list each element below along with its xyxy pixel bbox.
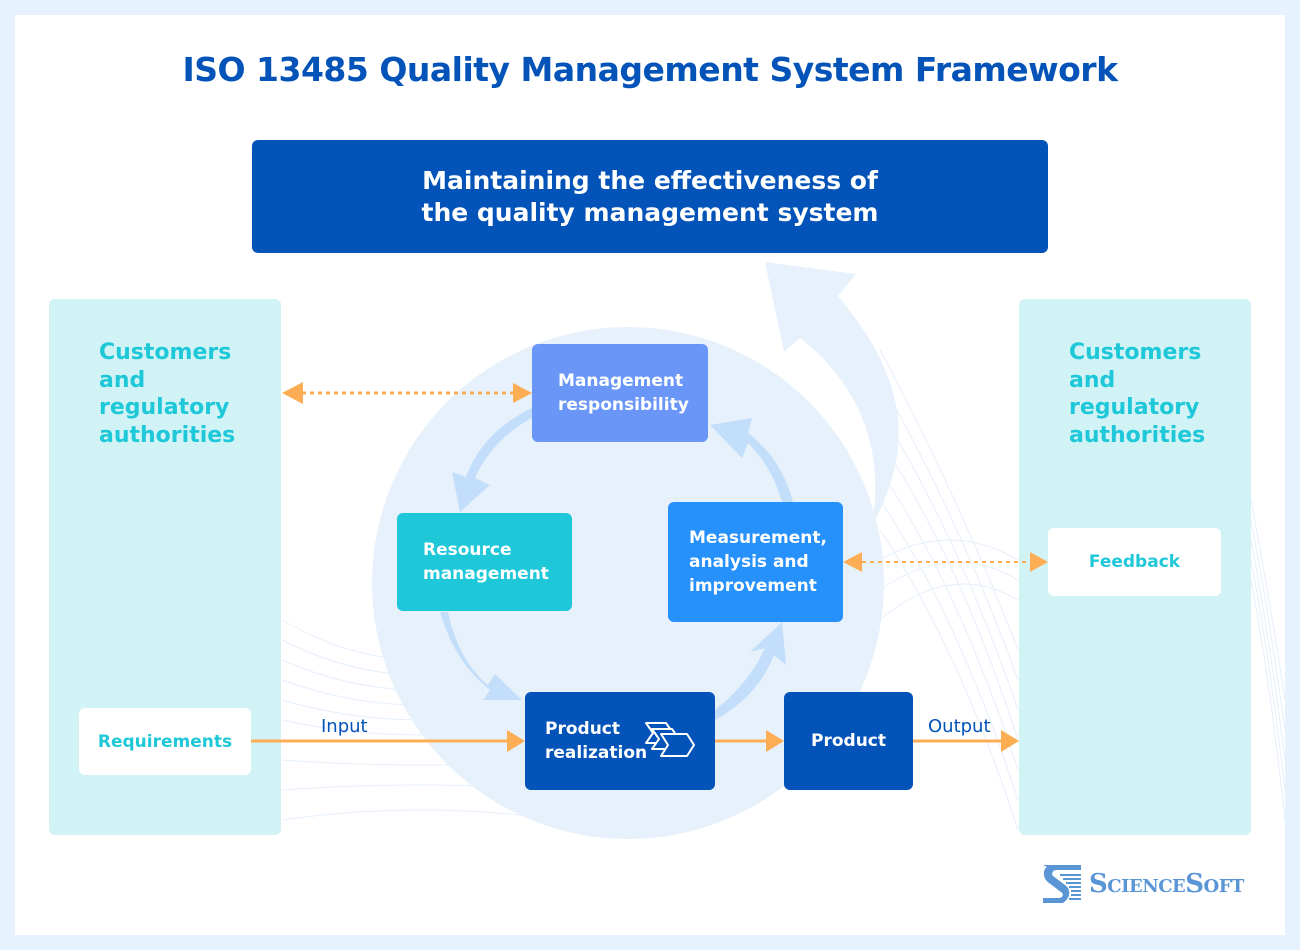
banner-line-2: the quality management system <box>421 197 879 227</box>
resource-management-node[interactable]: Resource management <box>397 513 572 611</box>
right-title-line: Customers <box>1069 340 1202 365</box>
arrowhead <box>507 730 525 752</box>
output-label: Output <box>928 716 991 737</box>
management-responsibility-node[interactable]: Management responsibility <box>532 344 708 442</box>
right-title-line: and <box>1069 367 1116 393</box>
qms-effectiveness-banner: Maintaining the effectiveness of the qua… <box>252 140 1048 253</box>
node-label-line: analysis and <box>689 552 809 572</box>
arrowhead-right <box>1030 552 1048 572</box>
node-label-line: Measurement, <box>689 528 827 548</box>
brand-name: ScienceSoft <box>1089 869 1244 899</box>
output-arrow <box>913 730 1019 752</box>
node-label-line: Management <box>558 371 684 391</box>
left-title-line: Customers <box>99 340 232 365</box>
arrowhead-left <box>843 552 862 572</box>
requirements-box[interactable]: Requirements <box>79 708 251 775</box>
arrowhead <box>1001 730 1019 752</box>
node-label-line: Resource <box>423 540 512 560</box>
arrow-resource-to-realization <box>440 612 522 700</box>
node-label-line: management <box>423 564 549 584</box>
arrow-realization-to-measurement <box>715 622 786 720</box>
left-customers-panel: Customers and regulatory authorities Req… <box>49 299 281 835</box>
left-title-line: and <box>99 367 146 393</box>
cycle-background-circle <box>372 327 884 839</box>
node-label-line: Product <box>545 719 620 739</box>
dotted-arrow-feedback-measurement <box>843 552 1048 572</box>
right-panel-title: Customers and regulatory authorities <box>1069 339 1205 449</box>
feedback-box[interactable]: Feedback <box>1048 528 1221 596</box>
right-title-line: authorities <box>1069 422 1206 448</box>
node-label-line: responsibility <box>558 395 689 415</box>
decorative-wave-lines <box>281 349 1286 831</box>
arrow-measurement-to-management <box>710 418 793 502</box>
page-title: ISO 13485 Quality Management System Fram… <box>182 50 1118 89</box>
measurement-analysis-improvement-node[interactable]: Measurement, analysis and improvement <box>668 502 843 622</box>
product-realization-node[interactable]: Product realization <box>525 692 715 790</box>
node-label-line: realization <box>545 743 648 763</box>
process-chevrons-icon <box>645 722 695 757</box>
input-arrow <box>251 730 525 752</box>
sciencesoft-logo: ScienceSoft <box>1043 864 1244 904</box>
cycle-arrows <box>440 408 793 720</box>
product-node[interactable]: Product <box>784 692 913 790</box>
input-label: Input <box>321 716 368 737</box>
arrow-management-to-resource <box>452 408 532 512</box>
arrowhead-left <box>282 382 303 404</box>
realization-to-product-arrow <box>715 730 784 752</box>
continual-improvement-arrow <box>765 262 899 525</box>
arrowhead-right <box>513 383 532 403</box>
arrowhead <box>766 730 784 752</box>
node-label-line: improvement <box>689 576 817 596</box>
dotted-arrow-customers-management <box>282 382 532 404</box>
right-title-line: regulatory <box>1069 395 1200 420</box>
left-panel-title: Customers and regulatory authorities <box>99 339 235 449</box>
right-customers-panel: Customers and regulatory authorities Fee… <box>1019 299 1251 835</box>
banner-line-1: Maintaining the effectiveness of <box>422 165 878 195</box>
left-title-line: regulatory <box>99 395 230 420</box>
sciencesoft-logo-icon <box>1043 865 1081 903</box>
left-title-line: authorities <box>99 422 236 448</box>
